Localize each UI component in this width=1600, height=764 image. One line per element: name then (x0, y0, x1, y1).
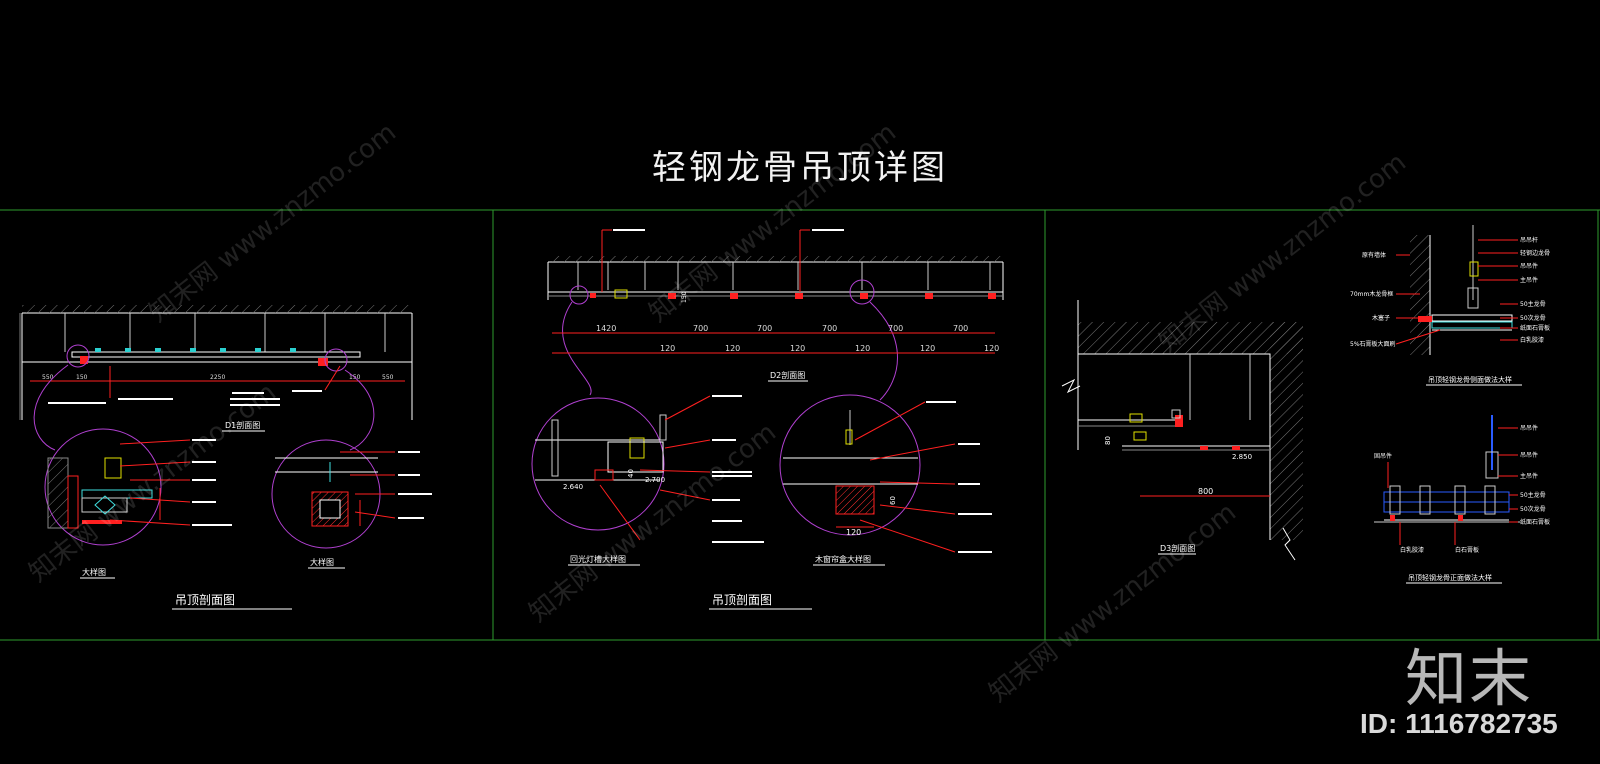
panel-1-section: 550 150 2250 150 550 D1剖面图 (19, 305, 413, 451)
panel-3-detail-side: 吊吊杆 轻钢边龙骨 吊吊件 主吊件 50主龙骨 50次龙骨 纸面石膏板 白乳胶漆… (1350, 225, 1550, 386)
dim-40: 40 (627, 469, 635, 478)
front-label-r2: 吊吊件 (1520, 451, 1538, 459)
side-label-l4: 5%石膏板大面刷 (1350, 340, 1396, 348)
front-label-r3: 主吊件 (1520, 472, 1538, 480)
drawing-title: 轻钢龙骨吊顶详图 (652, 148, 948, 188)
label-cove-detail: 回光灯槽大样图 (570, 554, 626, 564)
caption-panel-2: 吊顶剖面图 (712, 593, 772, 607)
front-label-b1: 白乳胶漆 (1400, 546, 1424, 554)
front-label-r1: 吊吊件 (1520, 424, 1538, 432)
dim-150-left: 150 (76, 374, 88, 381)
elev-2850: 2.850 (1232, 453, 1252, 461)
label-curtain-detail: 木窗帘盒大样图 (815, 554, 871, 564)
dim-top-2: 700 (693, 324, 708, 333)
dim-120-detail: 120 (846, 528, 861, 537)
dim-800: 800 (1198, 487, 1213, 496)
side-label-r1: 吊吊杆 (1520, 236, 1538, 244)
dim-2250: 2250 (210, 374, 225, 381)
side-label-l3: 木塞子 (1372, 314, 1390, 322)
caption-panel-1: 吊顶剖面图 (175, 593, 235, 607)
dim-top-6: 700 (953, 324, 968, 333)
label-detail-right: 大样图 (310, 557, 334, 567)
elev-2700: 2.700 (645, 476, 665, 484)
dim-bottom-2: 120 (725, 344, 740, 353)
front-label-b2: 白石膏板 (1455, 546, 1479, 554)
front-label-r5: 50次龙骨 (1520, 505, 1546, 513)
caption-front-detail: 吊顶轻钢龙骨正面做法大样 (1408, 573, 1492, 582)
side-label-r2: 轻钢边龙骨 (1520, 249, 1550, 257)
panel-2-section: 150 1420 700 700 700 700 700 120 120 120… (547, 229, 1004, 401)
dim-top-3: 700 (757, 324, 772, 333)
elev-2640: 2.640 (563, 483, 583, 491)
front-label-l1: 固吊件 (1374, 452, 1392, 460)
dim-bottom-4: 120 (855, 344, 870, 353)
dim-550-left: 550 (42, 374, 54, 381)
side-label-l2: 70mm木龙骨框 (1350, 290, 1393, 298)
sheet-frame (0, 209, 1600, 641)
side-label-l1: 原有墙体 (1362, 251, 1386, 259)
panel-1-detail-right: 大样图 (271, 439, 432, 569)
dim-top-4: 700 (822, 324, 837, 333)
image-id: ID: 1116782735 (1360, 708, 1558, 739)
dim-bottom-5: 120 (920, 344, 935, 353)
dim-150-small: 150 (681, 291, 688, 303)
front-label-r4: 50主龙骨 (1520, 491, 1546, 499)
side-label-r3: 吊吊件 (1520, 262, 1538, 270)
dim-bottom-1: 120 (660, 344, 675, 353)
panel-1-detail-left: 大样图 (44, 428, 232, 579)
caption-side-detail: 吊顶轻钢龙骨侧面做法大样 (1428, 375, 1512, 384)
panel-2-detail-left: 2.640 2.700 40 回光灯槽大样图 (531, 395, 764, 566)
dim-bottom-6: 120 (984, 344, 999, 353)
brand-logo: 知末 (1405, 642, 1534, 715)
label-detail-left: 大样图 (82, 567, 106, 577)
dim-60: 60 (889, 496, 897, 505)
label-d3-section: D3剖面图 (1160, 543, 1195, 553)
dim-bottom-3: 120 (790, 344, 805, 353)
side-label-r6: 50次龙骨 (1520, 314, 1546, 322)
side-label-r8: 白乳胶漆 (1520, 336, 1544, 344)
side-label-r4: 主吊件 (1520, 276, 1538, 284)
dim-top-1: 1420 (596, 324, 616, 333)
side-label-r5: 50主龙骨 (1520, 300, 1546, 308)
side-label-r7: 纸面石膏板 (1520, 324, 1550, 332)
dim-80: 80 (1104, 436, 1112, 445)
dim-top-5: 700 (888, 324, 903, 333)
label-d1-section: D1剖面图 (225, 420, 260, 430)
front-label-r6: 纸面石膏板 (1520, 518, 1550, 526)
panel-3-section: 2.850 80 800 D3剖面图 (1061, 300, 1303, 561)
panel-3-detail-front: 吊吊件 吊吊件 主吊件 50主龙骨 50次龙骨 纸面石膏板 固吊件 白乳胶漆 白… (1374, 415, 1550, 584)
panel-2-detail-right: 120 60 木窗帘盒大样图 (779, 394, 992, 566)
dim-550-right: 550 (382, 374, 394, 381)
label-d2-section: D2剖面图 (770, 370, 805, 380)
